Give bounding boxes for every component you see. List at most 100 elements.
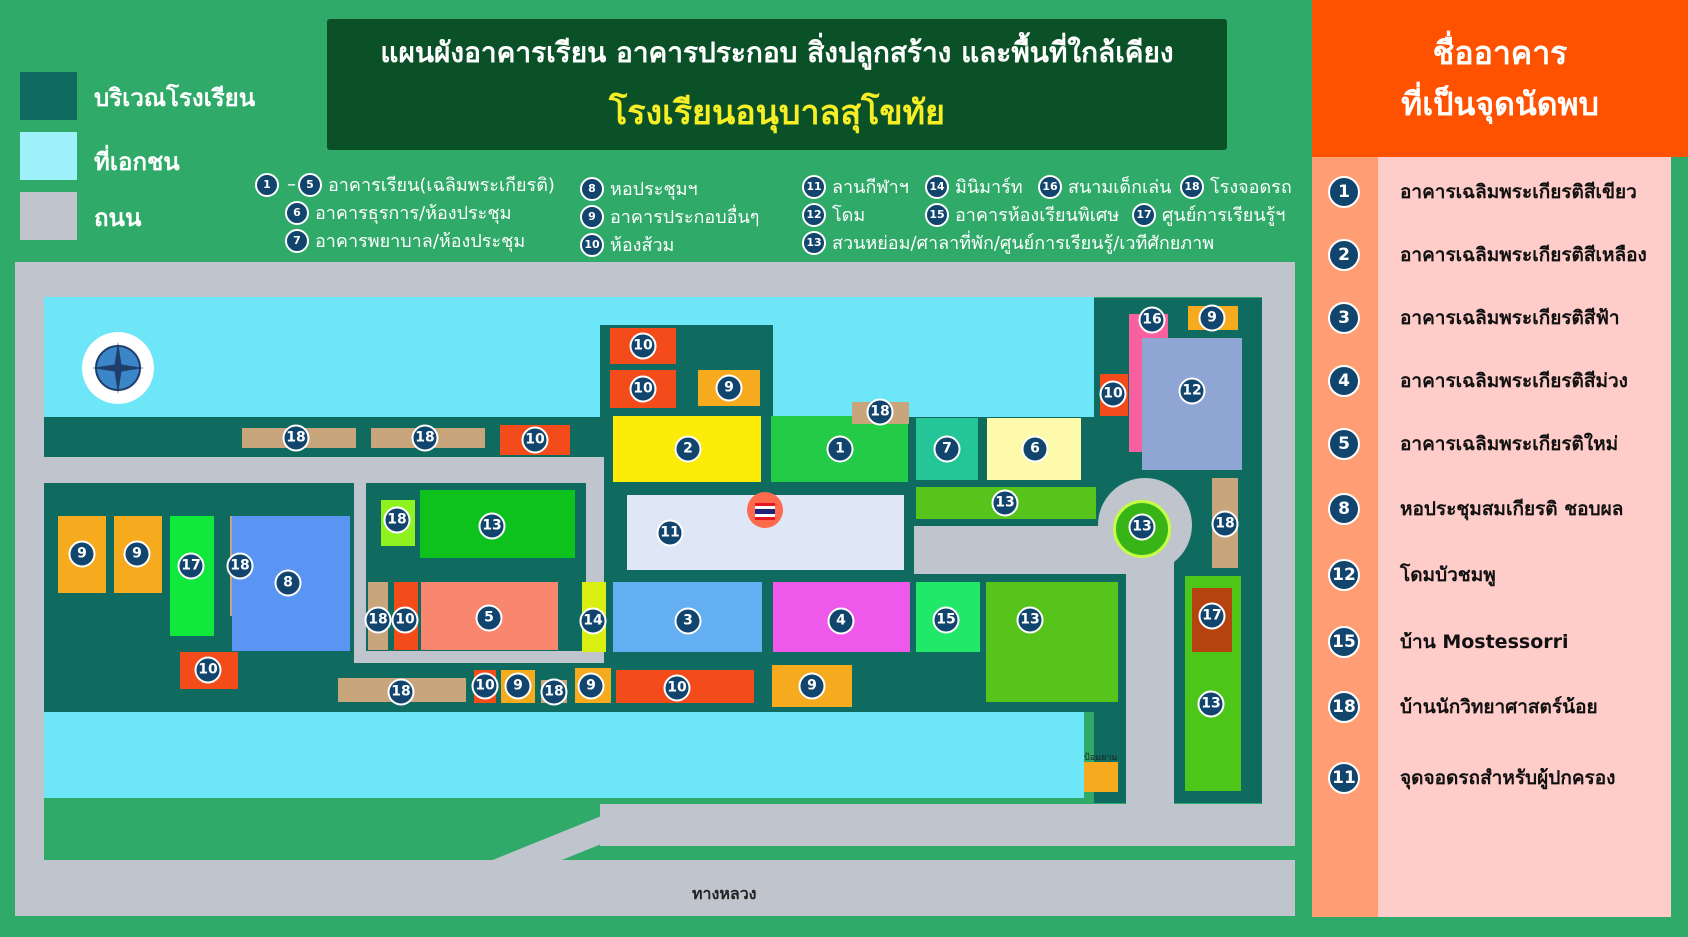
marker-9: 9 [123, 540, 151, 568]
key-num: 16 [1038, 174, 1062, 199]
marker-1: 1 [826, 435, 854, 463]
meeting-point-label: อาคารเฉลิมพระเกียรติสีม่วง [1400, 370, 1628, 392]
marker-18: 18 [226, 552, 254, 580]
marker-9: 9 [504, 672, 532, 700]
road-east [1262, 262, 1295, 842]
marker-10: 10 [471, 672, 499, 700]
key-num: 17 [1132, 202, 1156, 227]
meeting-point-label: โดมบัวชมพู [1400, 564, 1496, 586]
meeting-point-label: อาคารเฉลิมพระเกียรติสีเขียว [1400, 181, 1637, 203]
road-south-inner [600, 804, 1295, 846]
key-label: สวนหย่อม/ศาลาที่พัก/ศูนย์การเรียนรู้/เวท… [832, 233, 1215, 254]
marker-7: 7 [933, 435, 961, 463]
meeting-point-num: 5 [1328, 428, 1360, 460]
marker-9: 9 [577, 672, 605, 700]
marker-13: 13 [478, 512, 506, 540]
marker-9: 9 [798, 672, 826, 700]
meeting-point-num: 18 [1328, 691, 1360, 723]
marker-10: 10 [663, 674, 691, 702]
legend-label-road: ถนน [94, 204, 142, 232]
internal-road-gate [1126, 526, 1174, 826]
meeting-point-label: จุดจอดรถสำหรับผู้ปกครอง [1400, 767, 1616, 789]
guard-house [1084, 762, 1118, 792]
private-land-south [44, 712, 1084, 798]
meeting-point-title-line1: ชื่ออาคาร [1432, 33, 1568, 72]
marker-18: 18 [383, 506, 411, 534]
marker-13: 13 [1016, 606, 1044, 634]
marker-8: 8 [274, 569, 302, 597]
key-label: ลานกีฬาฯ [832, 177, 909, 198]
legend-swatch-private-land [20, 132, 77, 180]
key-label: โรงจอดรถ [1210, 177, 1292, 198]
key-num: 15 [925, 202, 949, 227]
legend-swatch-road [20, 192, 77, 240]
key-label: อาคารเรียน(เฉลิมพระเกียรติ) [328, 175, 555, 196]
key-label: หอประชุมฯ [610, 179, 698, 200]
key-label: อาคารห้องเรียนพิเศษ [955, 205, 1120, 226]
marker-10: 10 [1099, 380, 1127, 408]
marker-18: 18 [1211, 510, 1239, 538]
marker-14: 14 [579, 607, 607, 635]
meeting-point-num: 8 [1328, 493, 1360, 525]
key-num: 6 [285, 200, 309, 225]
meeting-point-label: อาคารเฉลิมพระเกียรติสีฟ้า [1400, 307, 1620, 329]
meeting-point-item: 5 อาคารเฉลิมพระเกียรติใหม่ [1312, 424, 1688, 464]
meeting-point-num: 3 [1328, 302, 1360, 334]
key-label: โดม [832, 205, 866, 226]
key-dash: – [287, 174, 296, 195]
compass-icon [82, 332, 154, 404]
marker-10: 10 [391, 606, 419, 634]
marker-18: 18 [364, 606, 392, 634]
meeting-point-item: 12 โดมบัวชมพู [1312, 555, 1688, 595]
private-land-north [44, 297, 1094, 417]
meeting-point-label: หอประชุมสมเกียรติ ชอบผล [1400, 498, 1624, 520]
meeting-point-item: 3 อาคารเฉลิมพระเกียรติสีฟ้า [1312, 298, 1688, 338]
marker-10: 10 [629, 332, 657, 360]
meeting-point-num: 12 [1328, 559, 1360, 591]
meeting-point-item: 18 บ้านนักวิทยาศาสตร์น้อย [1312, 687, 1688, 727]
marker-12: 12 [1178, 377, 1206, 405]
meeting-point-item: 8 หอประชุมสมเกียรติ ชอบผล [1312, 489, 1688, 529]
main-road [15, 860, 1295, 916]
meeting-point-label: อาคารเฉลิมพระเกียรติสีเหลือง [1400, 244, 1647, 266]
meeting-point-header: ชื่ออาคาร ที่เป็นจุดนัดพบ [1312, 0, 1688, 157]
marker-9: 9 [715, 374, 743, 402]
key-num: 10 [580, 232, 604, 257]
key-label: สนามเด็กเล่น [1068, 177, 1172, 198]
map-title: แผนผังอาคารเรียน อาคารประกอบ สิ่งปลูกสร้… [380, 35, 1174, 69]
marker-17: 17 [177, 552, 205, 580]
marker-4: 4 [827, 607, 855, 635]
marker-6: 6 [1021, 435, 1049, 463]
key-label: อาคารพยาบาล/ห้องประชุม [315, 231, 526, 252]
guard-house-label: ป้อมยาม [1084, 753, 1118, 763]
marker-18: 18 [411, 424, 439, 452]
key-label: อาคารธุรการ/ห้องประชุม [315, 203, 512, 224]
marker-10: 10 [194, 656, 222, 684]
marker-18: 18 [540, 678, 568, 706]
marker-9: 9 [68, 540, 96, 568]
school-name: โรงเรียนอนุบาลสุโขทัย [609, 92, 945, 133]
marker-18: 18 [866, 398, 894, 426]
meeting-point-num: 4 [1328, 365, 1360, 397]
key-num: 13 [802, 230, 826, 255]
meeting-point-num: 11 [1328, 762, 1360, 794]
marker-16: 16 [1138, 306, 1166, 334]
meeting-point-label: บ้านนักวิทยาศาสตร์น้อย [1400, 696, 1598, 718]
marker-18: 18 [282, 424, 310, 452]
marker-2: 2 [674, 435, 702, 463]
key-item-16: 16 สนามเด็กเล่น [1038, 172, 1172, 201]
marker-17: 17 [1198, 602, 1226, 630]
key-num: 1 [255, 172, 279, 197]
key-item-13: 13 สวนหย่อม/ศาลาที่พัก/ศูนย์การเรียนรู้/เ… [802, 228, 1214, 257]
key-num: 12 [802, 202, 826, 227]
meeting-point-label: อาคารเฉลิมพระเกียรติใหม่ [1400, 433, 1619, 455]
key-num: 9 [580, 204, 604, 229]
key-num: 18 [1180, 174, 1204, 199]
